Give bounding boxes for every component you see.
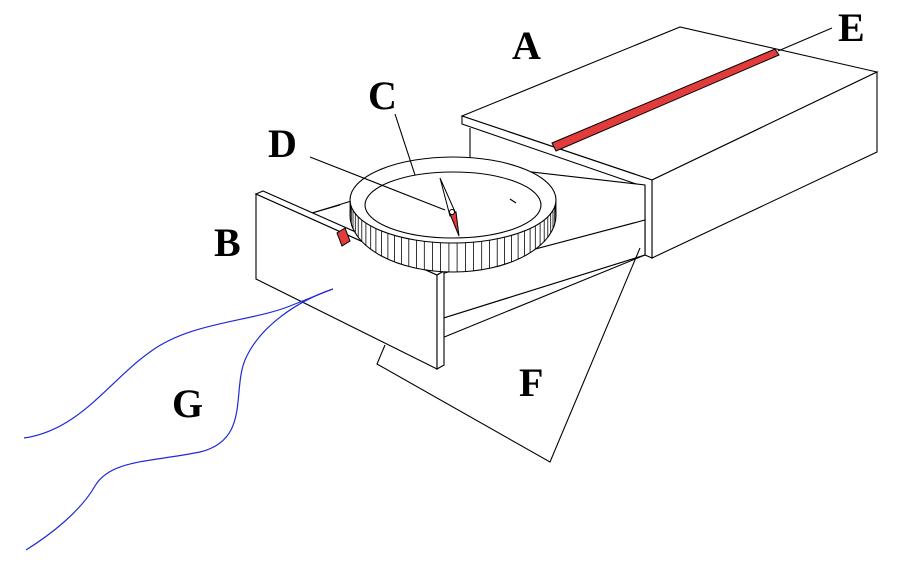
- label-b: B: [214, 220, 241, 265]
- bracket-f: [376, 247, 641, 463]
- panel-red-marker: [336, 227, 351, 247]
- label-a: A: [512, 23, 541, 68]
- label-c: C: [368, 73, 397, 118]
- cord-strand-lower: [25, 288, 334, 551]
- compass-pivot: [449, 209, 455, 215]
- drawer-left-edge: [311, 204, 341, 214]
- leader-c: [394, 113, 416, 176]
- bracket-f-line: [376, 247, 641, 463]
- lanyard-cord: [23, 288, 334, 551]
- leader-d: [309, 156, 446, 211]
- label-d: D: [268, 121, 297, 166]
- compass: [349, 156, 557, 273]
- compass-dial-face: [364, 171, 542, 239]
- compass-index-mark: [509, 198, 517, 204]
- drawer-bottom-edge: [436, 254, 646, 341]
- sleeve-red-stripe: [551, 48, 780, 152]
- label-g: G: [172, 381, 203, 426]
- leader-e: [777, 27, 833, 52]
- cord-strand-upper: [23, 288, 334, 439]
- compass-bezel-ticks: [349, 200, 557, 272]
- label-e: E: [838, 5, 865, 50]
- panel-side: [436, 270, 445, 370]
- label-f: F: [519, 360, 543, 405]
